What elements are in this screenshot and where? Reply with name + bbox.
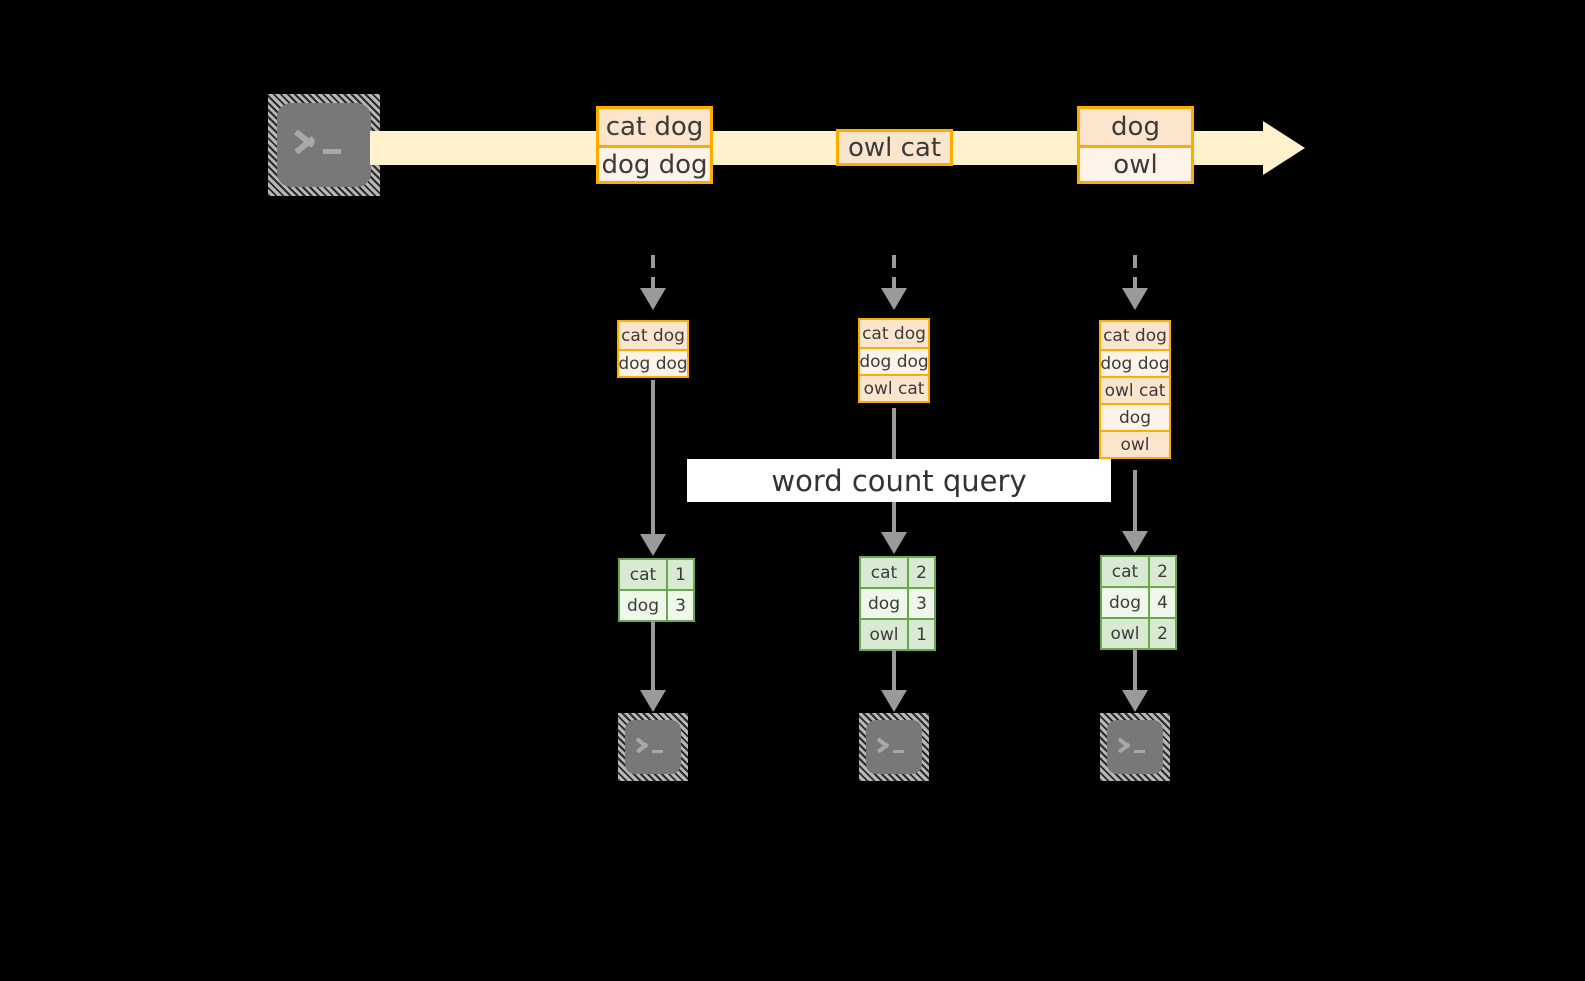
snapshot-2-query-arrowhead [881, 532, 907, 554]
snapshot-3-consumer-terminal-icon [1100, 713, 1170, 781]
snapshot-1-count-table: cat 1 dog 3 [618, 558, 695, 622]
query-label-text: word count query [771, 463, 1027, 498]
snapshot-3-output-arrowhead [1122, 690, 1148, 712]
terminal-prompt-glyph [291, 120, 357, 170]
producer-terminal-icon [268, 94, 380, 196]
snapshot-1-output-line [651, 620, 655, 692]
snapshot-2-word-3: owl [861, 620, 907, 649]
snapshot-1-count-1: 1 [666, 560, 693, 589]
snapshot-1-query-arrowhead [640, 534, 666, 556]
snapshot-2-output-line [892, 650, 896, 692]
table-row: owl 2 [1102, 617, 1175, 648]
terminal-prompt-glyph [633, 731, 672, 763]
stream-message-3: dog owl [1077, 106, 1194, 184]
snapshot-1-input-row-1: cat dog [619, 322, 687, 349]
stream-message-1-row-2: dog dog [599, 145, 710, 181]
snapshot-2-count-2: 3 [907, 589, 934, 618]
snapshot-2-consumer-terminal-icon [859, 713, 929, 781]
table-row: cat 2 [861, 558, 934, 587]
snapshot-2-tap-line [892, 255, 896, 288]
stream-message-2-row-1: owl cat [839, 132, 950, 163]
cursor-underscore [893, 749, 905, 753]
snapshot-1-input-stack: cat dog dog dog [617, 320, 689, 378]
snapshot-3-input-row-3: owl cat [1101, 376, 1169, 403]
snapshot-3-word-3: owl [1102, 619, 1148, 648]
stream-message-1: cat dog dog dog [596, 106, 713, 184]
snapshot-3-output-line [1133, 650, 1137, 692]
snapshot-3-query-arrowhead [1122, 531, 1148, 553]
cursor-underscore [1134, 749, 1146, 753]
stream-message-3-row-1: dog [1080, 109, 1191, 145]
cursor-underscore [322, 149, 342, 155]
terminal-prompt-glyph [1115, 731, 1154, 763]
snapshot-1-tap-arrowhead [640, 288, 666, 310]
snapshot-3-query-line [1133, 470, 1137, 540]
snapshot-2-output-arrowhead [881, 690, 907, 712]
snapshot-2-count-1: 2 [907, 558, 934, 587]
snapshot-2-input-row-2: dog dog [859, 347, 929, 374]
snapshot-3-word-2: dog [1102, 588, 1148, 617]
stream-message-1-row-1: cat dog [599, 109, 710, 145]
snapshot-1-consumer-terminal-icon [618, 713, 688, 781]
snapshot-2-word-1: cat [861, 558, 907, 587]
query-label-banner: word count query [687, 459, 1111, 502]
terminal-screen [277, 103, 371, 187]
table-row: dog 3 [620, 589, 693, 620]
snapshot-3-input-row-2: dog dog [1100, 349, 1170, 376]
snapshot-1-output-arrowhead [640, 690, 666, 712]
snapshot-3-tap-arrowhead [1122, 288, 1148, 310]
stream-message-2: owl cat [836, 129, 953, 166]
table-row: cat 1 [620, 560, 693, 589]
snapshot-2-count-3: 1 [907, 620, 934, 649]
snapshot-3-input-row-5: owl [1101, 430, 1169, 457]
stream-message-3-row-2: owl [1080, 145, 1191, 181]
snapshot-3-count-3: 2 [1148, 619, 1175, 648]
snapshot-3-input-row-4: dog [1101, 403, 1169, 430]
stream-arrow-head [1263, 121, 1305, 175]
snapshot-1-input-row-2: dog dog [618, 349, 688, 376]
snapshot-3-count-table: cat 2 dog 4 owl 2 [1100, 555, 1177, 650]
table-row: cat 2 [1102, 557, 1175, 586]
snapshot-2-input-row-1: cat dog [860, 320, 928, 347]
snapshot-1-word-2: dog [620, 591, 666, 620]
snapshot-1-count-2: 3 [666, 591, 693, 620]
snapshot-3-count-1: 2 [1148, 557, 1175, 586]
snapshot-2-tap-arrowhead [881, 288, 907, 310]
table-row: owl 1 [861, 618, 934, 649]
table-row: dog 4 [1102, 586, 1175, 617]
snapshot-3-count-2: 4 [1148, 588, 1175, 617]
snapshot-1-query-line [651, 380, 655, 540]
snapshot-1-tap-line [651, 255, 655, 288]
terminal-screen [1107, 720, 1163, 774]
snapshot-2-word-2: dog [861, 589, 907, 618]
terminal-prompt-glyph [874, 731, 913, 763]
snapshot-3-input-stack: cat dog dog dog owl cat dog owl [1099, 320, 1171, 459]
snapshot-3-input-row-1: cat dog [1101, 322, 1169, 349]
terminal-screen [625, 720, 681, 774]
snapshot-1-word-1: cat [620, 560, 666, 589]
snapshot-2-input-stack: cat dog dog dog owl cat [858, 318, 930, 403]
snapshot-2-count-table: cat 2 dog 3 owl 1 [859, 556, 936, 651]
terminal-screen [866, 720, 922, 774]
snapshot-2-input-row-3: owl cat [860, 374, 928, 401]
snapshot-3-word-1: cat [1102, 557, 1148, 586]
snapshot-3-tap-line [1133, 255, 1137, 288]
cursor-underscore [652, 749, 664, 753]
table-row: dog 3 [861, 587, 934, 618]
